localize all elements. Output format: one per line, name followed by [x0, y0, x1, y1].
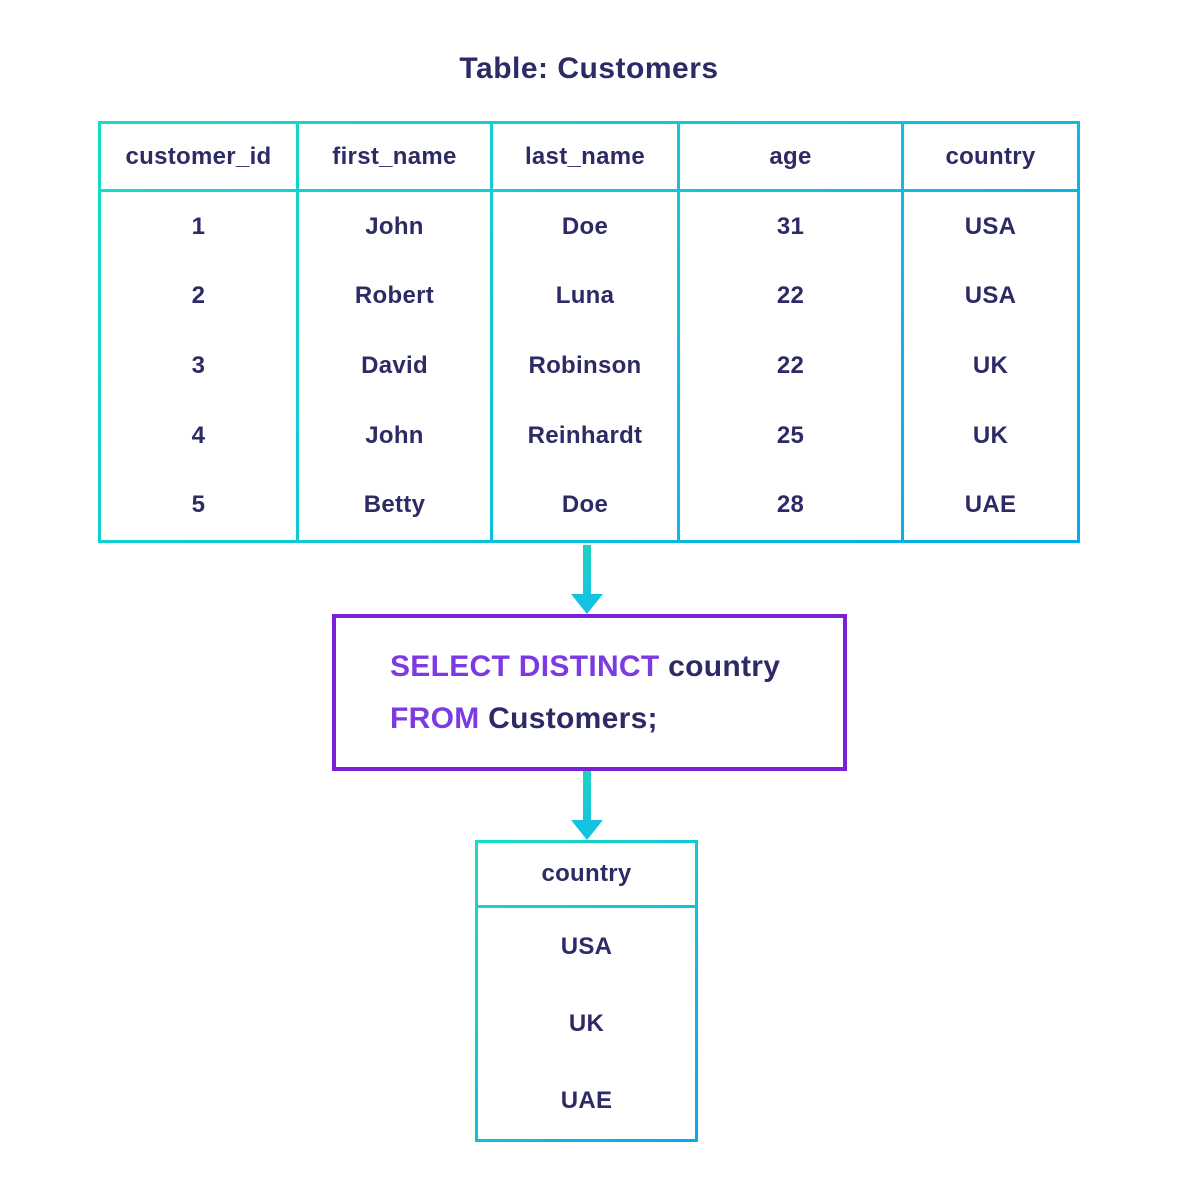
- table-cell: 5: [191, 491, 206, 519]
- arrow-head: [571, 594, 603, 614]
- column-header-first-name: first_name: [299, 124, 490, 189]
- table-cell: Doe: [561, 212, 609, 240]
- table-cell: Robinson: [528, 351, 642, 379]
- sql-identifier: Customers;: [479, 701, 658, 735]
- sql-identifier: country: [659, 649, 781, 683]
- sql-keyword: SELECT DISTINCT: [390, 649, 660, 683]
- table-cell: David: [361, 351, 428, 379]
- down-arrow-icon: [571, 545, 603, 614]
- arrow-stem: [583, 545, 591, 594]
- result-column-header-country: country: [478, 843, 695, 905]
- table-cell: 31: [776, 212, 805, 240]
- table-cell: USA: [964, 282, 1017, 310]
- table-cell: Reinhardt: [527, 421, 643, 449]
- table-cell: Doe: [561, 491, 609, 519]
- diagram-title: Table: Customers: [459, 52, 719, 85]
- table-cell: Robert: [354, 282, 435, 310]
- table-cell: 2: [191, 282, 206, 310]
- table-cell: John: [365, 421, 424, 449]
- column-values-last-name: Doe Luna Robinson Reinhardt Doe: [493, 192, 677, 540]
- result-table: country USA UK UAE: [475, 840, 698, 1142]
- table-cell: Luna: [555, 282, 615, 310]
- table-cell: UK: [972, 351, 1009, 379]
- column-values-country: USA USA UK UK UAE: [904, 192, 1077, 540]
- result-column-values: USA UK UAE: [478, 908, 695, 1139]
- customers-table: customer_id first_name last_name age cou…: [98, 121, 1080, 543]
- table-cell: 3: [191, 351, 206, 379]
- column-header-country: country: [904, 124, 1077, 189]
- table-cell: UK: [972, 421, 1009, 449]
- table-cell: USA: [964, 212, 1017, 240]
- column-values-customer-id: 1 2 3 4 5: [101, 192, 296, 540]
- sql-keyword: FROM: [390, 701, 480, 735]
- column-header-last-name: last_name: [493, 124, 677, 189]
- arrow-stem: [583, 771, 591, 820]
- column-header-customer-id: customer_id: [101, 124, 296, 189]
- arrow-head: [571, 820, 603, 840]
- table-cell: 28: [776, 491, 805, 519]
- column-values-first-name: John Robert David John Betty: [299, 192, 490, 540]
- table-cell: UK: [568, 1009, 605, 1037]
- table-cell: UAE: [964, 491, 1017, 519]
- table-cell: 22: [776, 351, 805, 379]
- table-cell: USA: [560, 932, 613, 960]
- table-cell: 25: [776, 421, 805, 449]
- table-cell: 1: [191, 212, 206, 240]
- down-arrow-icon: [571, 771, 603, 840]
- column-values-age: 31 22 22 25 28: [680, 192, 901, 540]
- sql-query-line-2: FROM Customers;: [390, 693, 843, 745]
- sql-query-box: SELECT DISTINCT country FROM Customers;: [332, 614, 847, 771]
- table-cell: Betty: [363, 491, 426, 519]
- column-header-age: age: [680, 124, 901, 189]
- sql-query-line-1: SELECT DISTINCT country: [390, 641, 843, 693]
- table-cell: 4: [191, 421, 206, 449]
- table-cell: UAE: [560, 1086, 613, 1114]
- table-cell: 22: [776, 282, 805, 310]
- table-cell: John: [365, 212, 424, 240]
